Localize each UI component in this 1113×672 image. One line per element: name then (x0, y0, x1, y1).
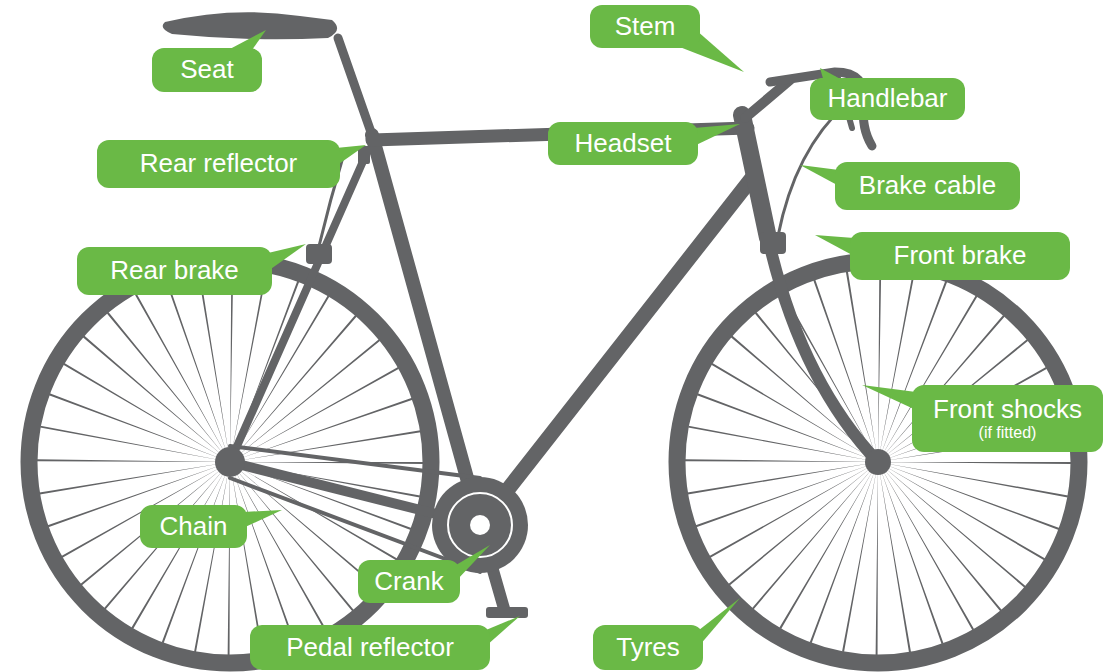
callout-pointer (699, 598, 740, 646)
part-label: (if fitted) (979, 425, 1037, 442)
seat-post (338, 38, 372, 135)
part-label: Stem (615, 12, 676, 42)
front-hub (865, 449, 891, 475)
callout-pointer (694, 124, 740, 146)
callout-box: Crank (358, 560, 460, 603)
callout-box: Front shocks(if fitted) (912, 385, 1103, 452)
callout-box: Headset (548, 122, 698, 165)
chain-part (230, 446, 480, 478)
part-label: Rear brake (110, 256, 239, 286)
part-label: Front brake (894, 241, 1027, 271)
part-label: Handlebar (828, 84, 948, 114)
callout-pointer (486, 616, 520, 646)
part-label: Tyres (616, 633, 680, 663)
callout-pointer (336, 145, 366, 166)
rear-spokes (134, 366, 327, 559)
pedal (486, 607, 528, 618)
saddle (163, 12, 337, 39)
callout-pointer (228, 30, 266, 50)
callout-box: Rear reflector (97, 140, 340, 188)
part-label: Front shocks (933, 395, 1082, 425)
part-label: Chain (160, 512, 228, 542)
callout-pointer (243, 510, 282, 528)
callout-box: Seat (152, 48, 262, 92)
callout-box: Rear brake (77, 247, 272, 295)
chainring (432, 477, 528, 573)
front-brake-caliper (760, 232, 786, 254)
chainring-inner (448, 493, 512, 557)
part-label: Crank (374, 567, 443, 597)
callout-pointer (815, 235, 854, 256)
callout-box: Chain (140, 505, 247, 548)
front-tyre (677, 261, 1079, 663)
part-label: Brake cable (859, 171, 996, 201)
rear-brake-caliper (306, 244, 332, 264)
callout-pointer (456, 545, 490, 581)
callout-box: Handlebar (810, 78, 965, 120)
down-tube (480, 178, 752, 525)
callout-pointer (800, 165, 839, 186)
callout-pointer (862, 385, 916, 410)
callout-box: Front brake (850, 232, 1070, 280)
callout-box: Stem (590, 5, 700, 48)
part-label: Pedal reflector (286, 633, 454, 663)
callout-box: Tyres (593, 625, 703, 670)
head-tube (742, 115, 768, 238)
part-label: Headset (575, 129, 672, 159)
part-label: Rear reflector (140, 149, 298, 179)
seat-stay (230, 150, 368, 462)
callout-pointer (268, 244, 306, 271)
rear-hub (215, 447, 245, 477)
bottom-bracket (470, 515, 490, 535)
callout-box: Pedal reflector (250, 625, 490, 670)
part-label: Seat (180, 55, 234, 85)
callout-box: Brake cable (835, 162, 1020, 210)
